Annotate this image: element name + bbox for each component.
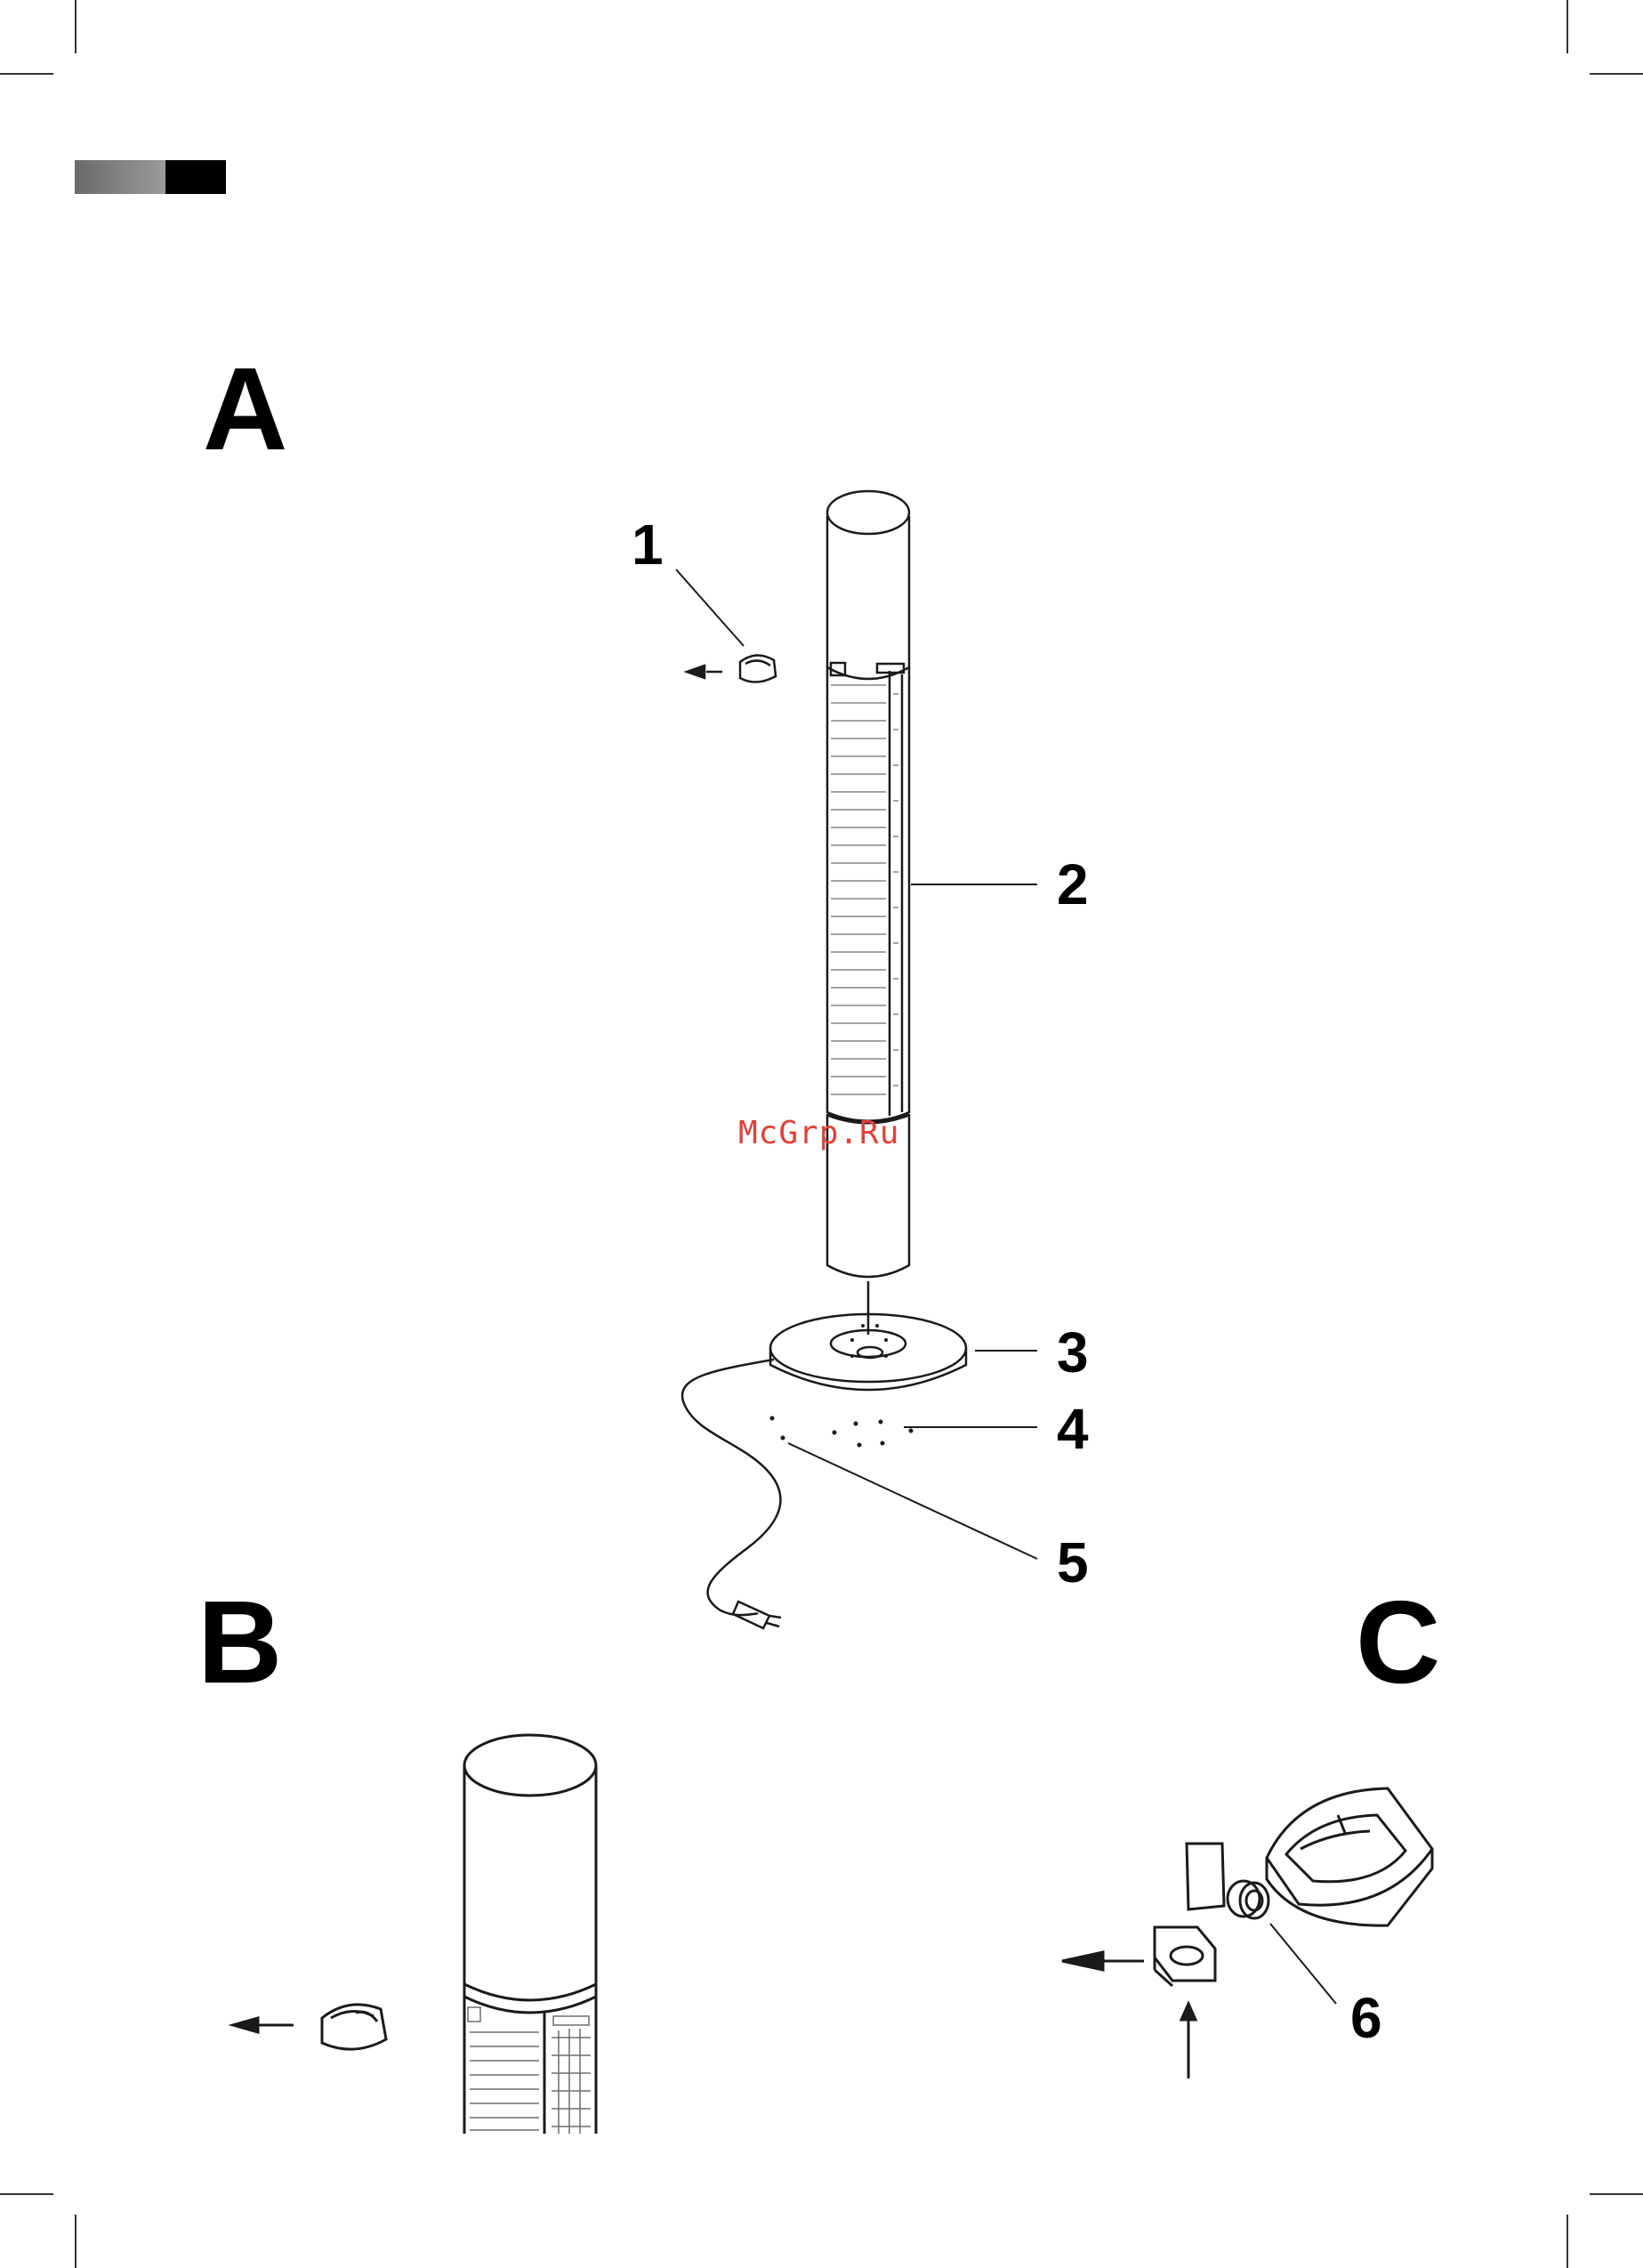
battery-cover-card	[1187, 1844, 1224, 1909]
coin-battery	[1228, 1881, 1268, 1918]
callout-6: 6	[1350, 1990, 1382, 2046]
battery-tray	[1155, 1927, 1215, 1986]
remote-housing-c	[1267, 1788, 1432, 1925]
